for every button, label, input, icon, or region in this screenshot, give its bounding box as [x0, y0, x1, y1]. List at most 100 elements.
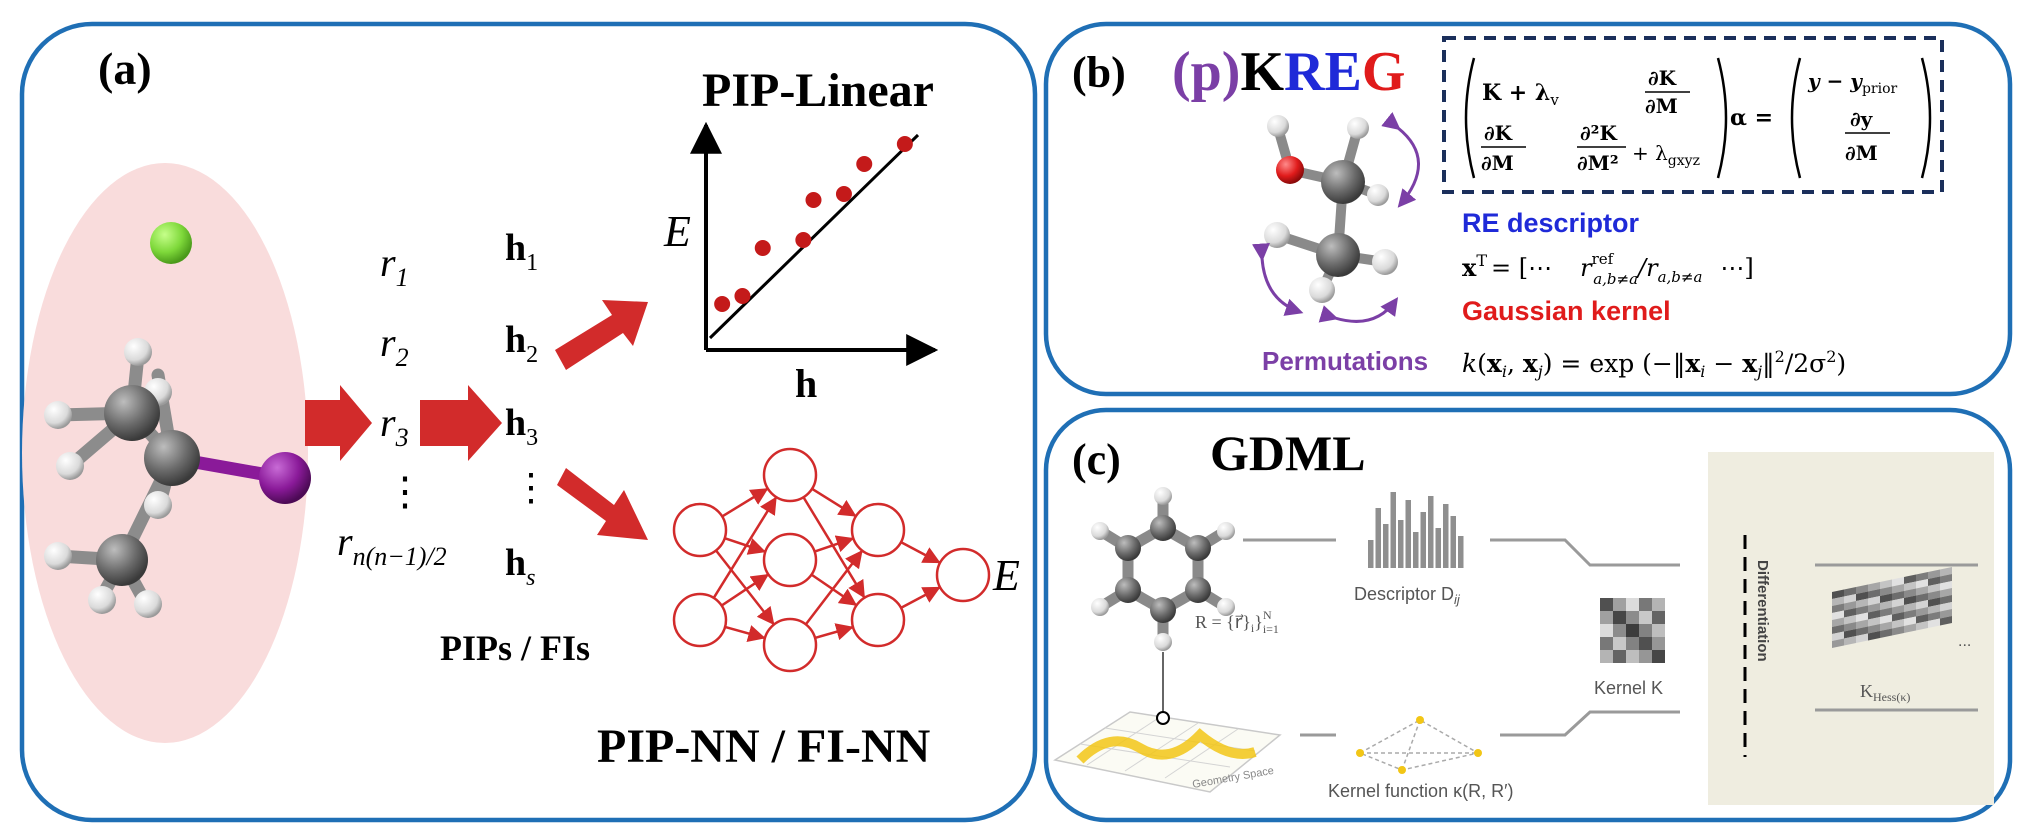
kernel-cell: [1626, 637, 1639, 650]
gdml-title: GDML: [1210, 425, 1366, 481]
nn-edge: [811, 487, 857, 517]
hessian-cell: [1832, 631, 1844, 641]
h-list: h1 h2 h3 ⋮ hs: [505, 227, 550, 591]
svg-text:∂M²: ∂M²: [1577, 151, 1619, 175]
scatter-point: [856, 156, 873, 172]
hessian-cell: [1856, 584, 1868, 594]
molecule-benzene: [1091, 487, 1235, 651]
descriptor-bar: [1458, 536, 1464, 568]
hessian-cell: [1892, 577, 1904, 587]
hessian-cell: [1892, 584, 1904, 594]
kernel-cell: [1652, 637, 1665, 650]
nn-edge: [900, 586, 941, 609]
hessian-cell: [1928, 576, 1940, 586]
svg-text:⋮: ⋮: [385, 469, 425, 514]
carbon-atom: [96, 534, 148, 586]
hessian-cell: [1880, 628, 1892, 638]
scatter-point: [896, 136, 913, 152]
kernel-cell: [1613, 611, 1626, 624]
hessian-cell: [1904, 623, 1916, 633]
gaussian-kernel-equation: k(xi, xj) = exp (−‖xi − xj‖2/2σ2): [1462, 347, 1846, 381]
hessian-cell: [1916, 600, 1928, 610]
re-descriptor-label: RE descriptor: [1462, 208, 1640, 238]
matrix-equation: K + λv ∂K ∂M ∂K ∂M ∂²K ∂M² + λgxyz α = y…: [1442, 36, 1944, 194]
kreg-title: (p)KREG: [1172, 41, 1405, 103]
panel-c: (c) GDML R = {r⃗}i}i=1N: [1043, 407, 2013, 823]
svg-text:∂K: ∂K: [1648, 66, 1677, 90]
descriptor-bar: [1390, 492, 1396, 568]
hessian-cell: [1880, 621, 1892, 631]
hessian-cell: [1880, 600, 1892, 610]
descriptor-bar: [1443, 504, 1449, 568]
hessian-cell: [1856, 633, 1868, 643]
kernel-cell: [1626, 650, 1639, 663]
hessian-cell: [1940, 602, 1952, 612]
hessian-cell: [1856, 626, 1868, 636]
molecule-ethanol: [1251, 111, 1420, 323]
kernel-cell: [1639, 637, 1652, 650]
kernel-cell: [1626, 598, 1639, 611]
hessian-cell: [1856, 612, 1868, 622]
hessian-cell: [1880, 593, 1892, 603]
hessian-cell: [1880, 579, 1892, 589]
kernel-cell: [1600, 611, 1613, 624]
nn-edge: [802, 496, 866, 599]
kernel-cell: [1600, 650, 1613, 663]
svg-text:∂K: ∂K: [1484, 121, 1513, 145]
hessian-cell: [1940, 616, 1952, 626]
molecule-ch3ch2i: [22, 163, 311, 743]
svg-text:+ λgxyz: + λgxyz: [1632, 141, 1700, 169]
permutations-label: Permutations: [1262, 346, 1428, 376]
hessian-cell: [1928, 597, 1940, 607]
scatter-point: [734, 288, 751, 304]
kernel-matrix: [1600, 598, 1665, 663]
kernel-cell: [1613, 650, 1626, 663]
hessian-cell: [1916, 572, 1928, 582]
arrow-r-to-h: [420, 385, 502, 461]
hessian-cell: [1844, 594, 1856, 604]
svg-text:∂y: ∂y: [1850, 107, 1874, 131]
hessian-cell: [1892, 605, 1904, 615]
hessian-cell: [1928, 611, 1940, 621]
hessian-cell: [1928, 583, 1940, 593]
kernel-function-label: Kernel function κ(R, R′): [1328, 781, 1513, 801]
arrow-to-nn: [557, 468, 648, 540]
hessian-cell: [1904, 574, 1916, 584]
descriptor-bar: [1428, 496, 1434, 568]
pip-linear-title: PIP-Linear: [702, 64, 934, 117]
r-definition: R = {r⃗}i}i=1N: [1195, 608, 1279, 636]
hessian-cell: [1928, 590, 1940, 600]
hessian-cell: [1868, 624, 1880, 634]
kernel-cell: [1652, 624, 1665, 637]
nn-edge: [721, 488, 769, 518]
nn-edge: [814, 623, 854, 641]
pip-nn-title: PIP-NN / FI-NN: [597, 720, 931, 773]
svg-text:r3: r3: [380, 400, 409, 452]
hessian-cell: [1868, 596, 1880, 606]
nn-edge: [712, 496, 777, 599]
scatter-points: [714, 136, 913, 312]
hessian-cell: [1940, 588, 1952, 598]
kernel-cell: [1613, 624, 1626, 637]
hessian-cell: [1832, 638, 1844, 648]
scatter-point: [805, 192, 822, 208]
kernel-cell: [1600, 598, 1613, 611]
hessian-cell: [1892, 598, 1904, 608]
hessian-cell: [1892, 612, 1904, 622]
hessian-cell: [1940, 595, 1952, 605]
hessian-ellipsis: ...: [1958, 633, 1971, 650]
descriptor-bar: [1383, 524, 1389, 568]
hessian-cell: [1880, 586, 1892, 596]
svg-text:h2: h2: [505, 319, 538, 368]
hessian-cell: [1892, 591, 1904, 601]
connectors: [1243, 538, 1978, 737]
hessian-cell: [1832, 624, 1844, 634]
hessian-cell: [1856, 598, 1868, 608]
scatter-point: [714, 296, 731, 312]
hessian-cell: [1940, 581, 1952, 591]
nn-edge: [715, 549, 775, 626]
svg-text:y − yprior: y − yprior: [1807, 69, 1897, 97]
scatter-point: [795, 232, 812, 248]
hessian-cell: [1916, 593, 1928, 603]
